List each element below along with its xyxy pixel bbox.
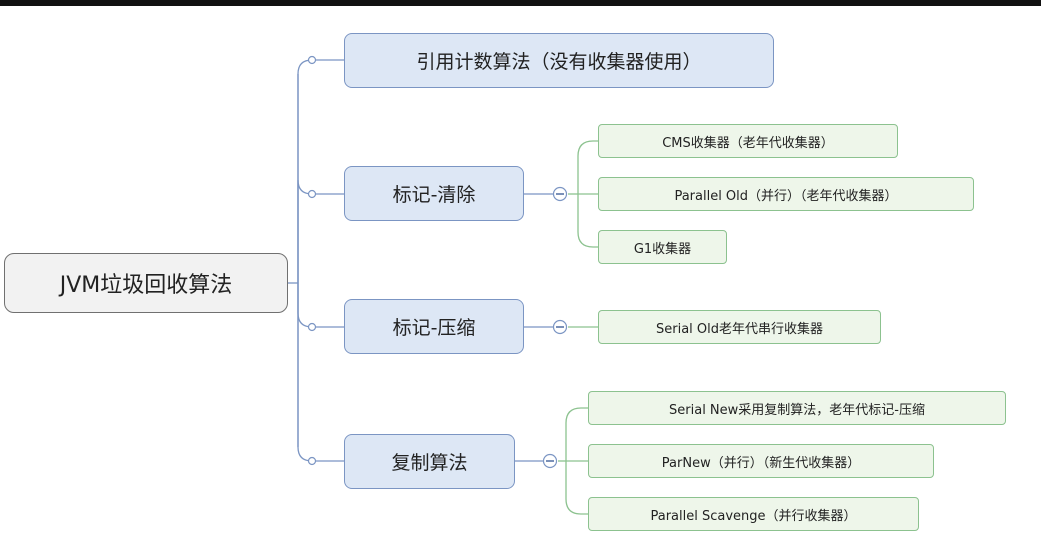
subtopic-label: ParNew（并行）（新生代收集器） [661,455,861,471]
collapse-toggle-mark-compact[interactable] [552,319,568,335]
subtopic-g1[interactable]: G1收集器 [598,230,727,264]
topic-label: 标记-清除 [392,184,476,206]
topic-reference-counting[interactable]: 引用计数算法（没有收集器使用） [344,33,774,88]
subtopic-label: Parallel Old（并行）（老年代收集器） [674,188,898,204]
subtopic-parallel-old[interactable]: Parallel Old（并行）（老年代收集器） [598,177,974,211]
subtopic-label: CMS收集器（老年代收集器） [662,135,834,151]
subtopic-label: Serial Old老年代串行收集器 [655,321,823,337]
topic-label: 复制算法 [391,452,468,474]
subtopic-parallel-scavenge[interactable]: Parallel Scavenge（并行收集器） [588,497,919,531]
window-top-bar [0,0,1041,6]
topic-label: 标记-压缩 [392,317,476,339]
topic-copying[interactable]: 复制算法 [344,434,515,489]
topic-mark-sweep[interactable]: 标记-清除 [344,166,524,221]
root-topic[interactable]: JVM垃圾回收算法 [4,253,288,313]
subtopic-cms[interactable]: CMS收集器（老年代收集器） [598,124,898,158]
collapse-toggle-mark-sweep[interactable] [552,186,568,202]
subtopic-serial-new[interactable]: Serial New采用复制算法，老年代标记-压缩 [588,391,1006,425]
subtopic-serial-old[interactable]: Serial Old老年代串行收集器 [598,310,881,344]
root-topic-label: JVM垃圾回收算法 [59,273,233,298]
topic-mark-compact[interactable]: 标记-压缩 [344,299,524,354]
topic-label: 引用计数算法（没有收集器使用） [416,51,702,73]
collapse-toggle-copying[interactable] [542,453,558,469]
subtopic-label: G1收集器 [633,241,692,257]
subtopic-label: Serial New采用复制算法，老年代标记-压缩 [669,402,925,418]
subtopic-label: Parallel Scavenge（并行收集器） [650,508,857,524]
subtopic-parnew[interactable]: ParNew（并行）（新生代收集器） [588,444,934,478]
